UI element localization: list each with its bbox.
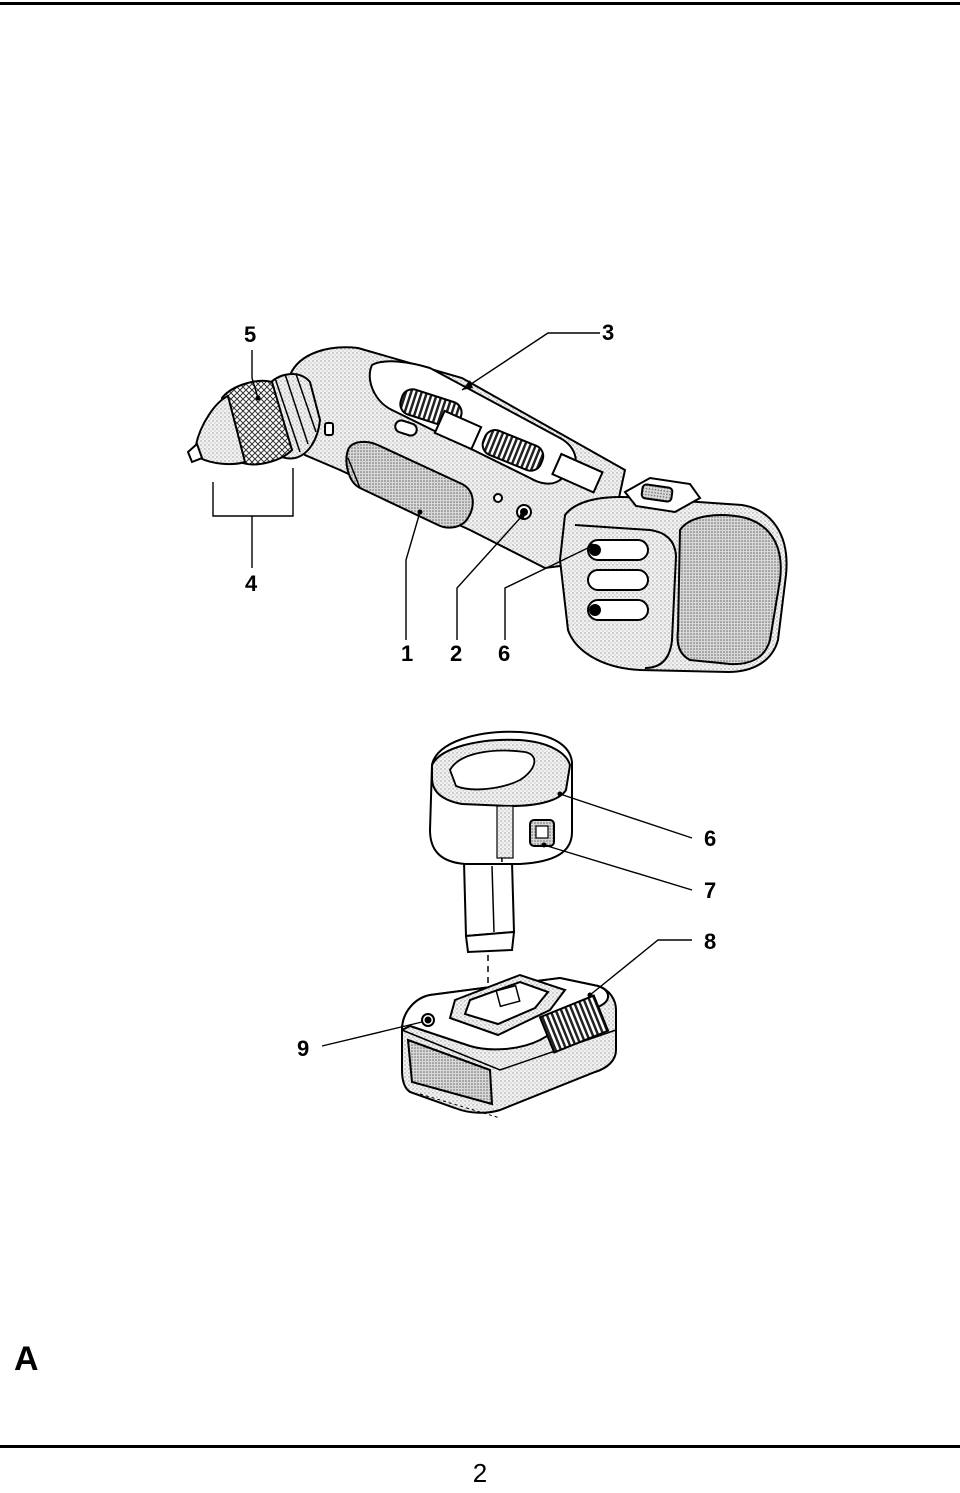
vent-top-2 <box>481 429 545 472</box>
callout-4: 4 <box>245 571 258 596</box>
callout-5: 5 <box>244 322 257 347</box>
battery-pack <box>428 730 573 954</box>
callout-6-drill: 6 <box>498 641 511 666</box>
top-rule <box>0 2 960 5</box>
battery-face <box>676 514 782 666</box>
figure-letter: A <box>14 1340 39 1378</box>
callout-9: 9 <box>297 1036 310 1061</box>
callout-3: 3 <box>602 320 615 345</box>
callout-8: 8 <box>704 929 717 954</box>
chuck-tip <box>186 442 204 464</box>
callout-6-battery: 6 <box>704 826 717 851</box>
charger-front-panel <box>406 1038 494 1106</box>
leader-lines <box>212 332 693 1047</box>
leader-dots <box>255 380 595 998</box>
battery-stem <box>462 861 516 938</box>
bottom-rule <box>0 1445 960 1448</box>
chuck-nose <box>194 394 247 466</box>
callout-2: 2 <box>450 641 463 666</box>
charger-vents <box>538 994 610 1054</box>
callout-1: 1 <box>401 641 414 666</box>
charger <box>400 973 617 1119</box>
callout-7: 7 <box>704 878 717 903</box>
angle-drill <box>186 346 788 674</box>
page-number: 2 <box>472 1458 488 1488</box>
switch-panel <box>345 440 474 529</box>
